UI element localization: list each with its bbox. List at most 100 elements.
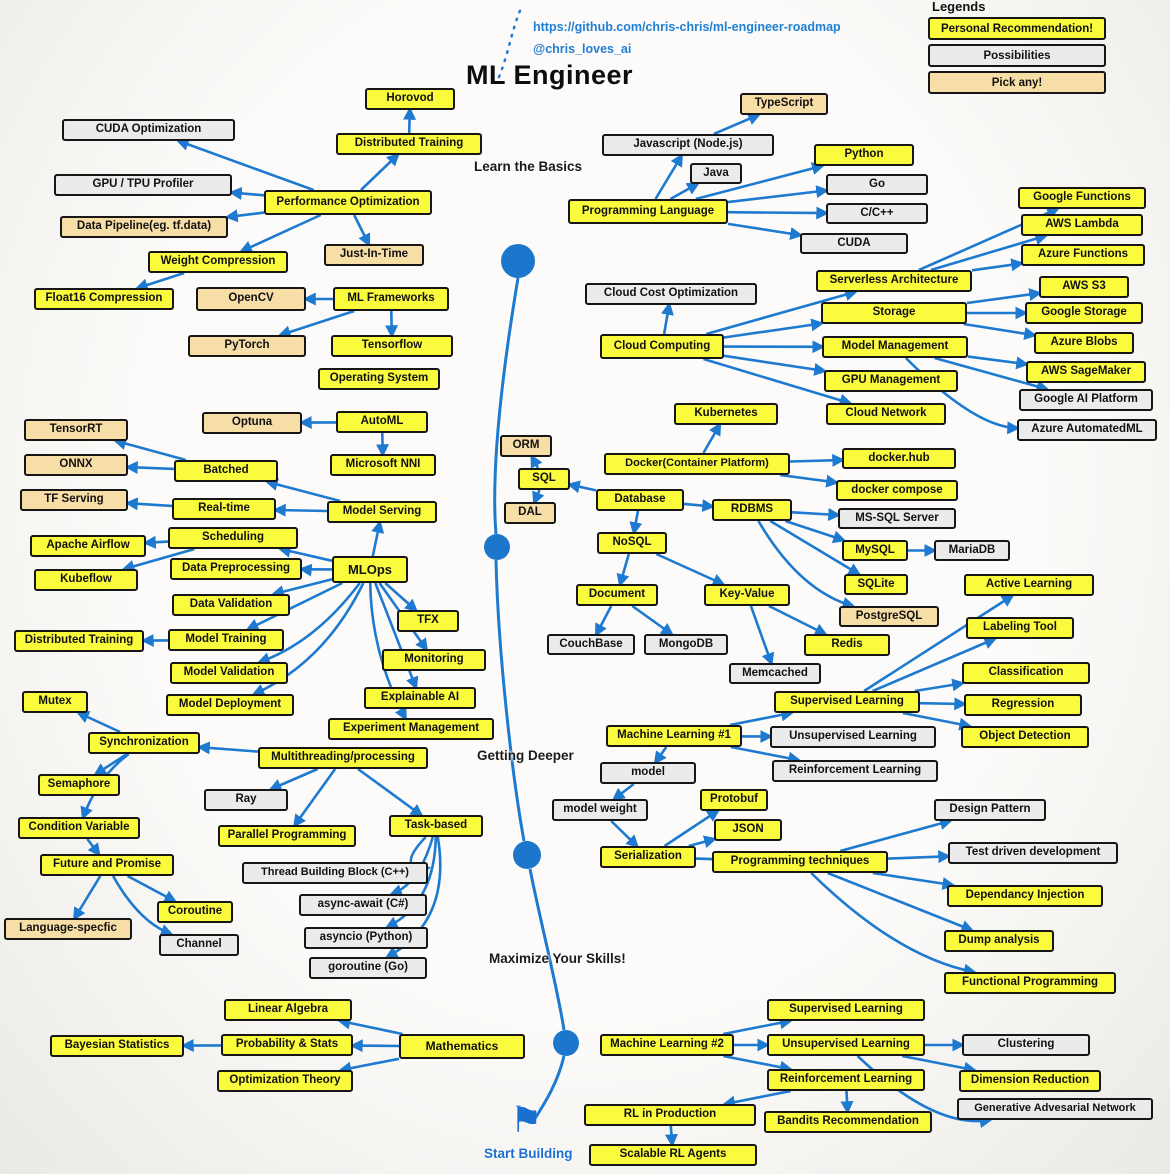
node-tfx: TFX: [397, 610, 459, 632]
node-coroutine: Coroutine: [157, 901, 233, 923]
node-object-detection: Object Detection: [961, 726, 1089, 748]
node-task-based: Task-based: [389, 815, 483, 837]
node-dump-analysis: Dump analysis: [944, 930, 1054, 952]
node-optimization-theory: Optimization Theory: [217, 1070, 353, 1092]
node-serverless: Serverless Architecture: [816, 270, 972, 292]
edge-model-to-model-weight: [611, 782, 635, 801]
legend-item-possibilities: Possibilities: [928, 44, 1106, 67]
edge-prog-lang-to-java: [669, 182, 701, 201]
node-sql: SQL: [518, 468, 570, 490]
node-ml-1: Machine Learning #1: [606, 725, 742, 747]
edge-docker-to-docker-compose: [779, 473, 840, 488]
node-orm: ORM: [500, 435, 552, 457]
stage-label-getting-deeper: Getting Deeper: [477, 748, 574, 763]
edge-ml-1-to-model: [653, 746, 668, 765]
edge-perf-opt-to-cuda-opt: [175, 138, 315, 192]
node-design-pattern: Design Pattern: [934, 799, 1046, 821]
edge-mlops-to-model-serving: [371, 519, 385, 557]
node-condition-variable: Condition Variable: [18, 817, 140, 839]
node-redis: Redis: [804, 634, 890, 656]
node-tbb: Thread Building Block (C++): [242, 862, 428, 884]
edge-unsupervised-2-to-dimension-reduction: [901, 1054, 977, 1075]
node-ms-sql: MS-SQL Server: [838, 508, 956, 529]
edge-model-serving-to-batched: [264, 478, 341, 503]
hub1-milestone-circle: [501, 244, 535, 278]
edge-key-value-to-memcached: [749, 605, 775, 667]
node-java: Java: [690, 163, 742, 184]
node-goroutine: goroutine (Go): [309, 957, 427, 979]
edge-condition-variable-to-future-promise: [86, 838, 101, 857]
node-model-deployment: Model Deployment: [166, 694, 294, 716]
node-scheduling: Scheduling: [168, 527, 298, 549]
node-docker-compose: docker compose: [836, 480, 958, 501]
edge-batched-to-tensorrt: [113, 437, 187, 462]
edge-multithreading-to-ray: [268, 767, 319, 792]
node-azure-automl: Azure AutomatedML: [1017, 419, 1157, 441]
stage-label-maximize-your-skills: Maximize Your Skills!: [489, 951, 626, 966]
node-model-weight: model weight: [552, 799, 648, 821]
edge-synchronization-to-mutex: [75, 711, 121, 734]
legend-item-pick-any: Pick any!: [928, 71, 1106, 94]
node-data-pipeline: Data Pipeline(eg. tf.data): [60, 216, 228, 238]
node-mongodb: MongoDB: [644, 634, 728, 655]
edge-mlops-to-data-validation: [270, 577, 333, 598]
edge-rdbms-to-ms-sql: [791, 508, 842, 521]
node-nosql: NoSQL: [597, 532, 667, 554]
repo-url-link[interactable]: https://github.com/chris-chris/ml-engine…: [533, 20, 841, 34]
node-ml-2: Machine Learning #2: [600, 1034, 734, 1056]
node-parallel-programming: Parallel Programming: [218, 825, 356, 847]
hub3-milestone-circle: [513, 841, 541, 869]
node-dist-training-2: Distributed Training: [14, 630, 144, 652]
edge-ml-2-to-reinforcement-2: [723, 1054, 793, 1074]
legend-item-personal-recommendation: Personal Recommendation!: [928, 17, 1106, 40]
edge-ml-frameworks-to-tensorflow: [385, 310, 399, 339]
node-clustering: Clustering: [962, 1034, 1090, 1056]
spine-path: [532, 1055, 566, 1121]
node-couchbase: CouchBase: [547, 634, 635, 655]
edge-ml-frameworks-to-pytorch: [277, 309, 355, 339]
edge-batched-to-onnx: [124, 460, 175, 474]
node-azure-blobs: Azure Blobs: [1034, 332, 1134, 354]
edge-database-to-rdbms: [683, 499, 716, 513]
node-supervised-1: Supervised Learning: [774, 691, 920, 713]
edge-prog-lang-to-c-cpp: [727, 206, 830, 220]
node-dimension-reduction: Dimension Reduction: [959, 1070, 1101, 1092]
node-tensorrt: TensorRT: [24, 419, 128, 441]
edge-database-to-sql: [566, 480, 597, 494]
edge-rdbms-to-mysql: [784, 519, 847, 544]
node-aws-sagemaker: AWS SageMaker: [1026, 361, 1146, 383]
hub4-milestone-circle: [553, 1030, 579, 1056]
edge-mlops-to-tfx: [384, 582, 419, 613]
legend: Legends Personal Recommendation! Possibi…: [928, 0, 1106, 98]
edge-serialization-to-protobuf: [663, 809, 721, 848]
edge-prog-techniques-to-dependancy-injection: [872, 871, 956, 890]
edge-real-time-to-tf-serving: [124, 497, 173, 511]
node-model-validation: Model Validation: [170, 662, 288, 684]
node-mariadb: MariaDB: [934, 540, 1010, 561]
node-classification: Classification: [962, 662, 1090, 684]
edge-supervised-1-to-classification: [914, 678, 966, 693]
edge-cloud-computing-to-storage: [723, 318, 825, 339]
node-future-promise: Future and Promise: [40, 854, 174, 876]
node-aws-lambda: AWS Lambda: [1021, 214, 1143, 236]
edge-cloud-computing-to-gpu-mgmt: [723, 354, 828, 376]
node-gpu-profiler: GPU / TPU Profiler: [54, 174, 232, 196]
edge-rdbms-to-sqlite: [769, 519, 862, 576]
node-apache-airflow: Apache Airflow: [30, 535, 146, 557]
node-aws-s3: AWS S3: [1039, 276, 1129, 298]
edge-weight-comp-to-float16: [134, 271, 185, 292]
node-document: Document: [576, 584, 658, 606]
edge-scheduling-to-kubeflow: [121, 547, 195, 573]
node-probability-stats: Probability & Stats: [221, 1034, 353, 1056]
edge-prog-techniques-to-design-pattern: [839, 817, 953, 853]
node-explainable-ai: Explainable AI: [364, 687, 476, 709]
edge-future-promise-to-language-specific: [73, 875, 102, 921]
node-memcached: Memcached: [729, 663, 821, 684]
node-mathematics: Mathematics: [399, 1034, 525, 1059]
page-title: ML Engineer: [466, 60, 634, 90]
node-onnx: ONNX: [24, 454, 128, 476]
edge-model-mgmt-to-aws-sagemaker: [967, 355, 1030, 370]
node-json: JSON: [714, 819, 782, 841]
twitter-handle: @chris_loves_ai: [533, 42, 632, 56]
